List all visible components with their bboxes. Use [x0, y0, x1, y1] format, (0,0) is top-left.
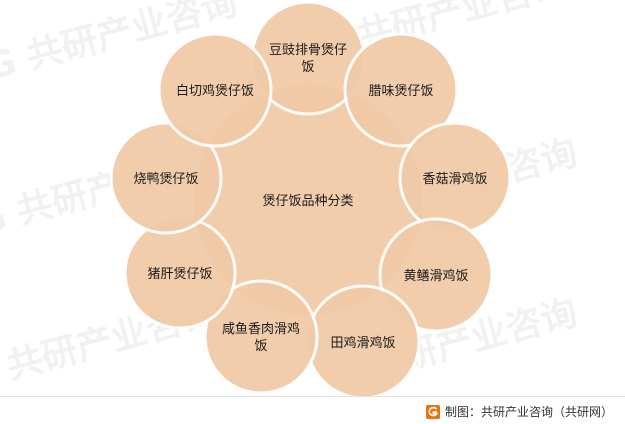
- source-credit: 制图：共研产业咨询（共研网）: [425, 403, 613, 420]
- category-label-lawei: 腊味煲仔饭: [368, 83, 433, 99]
- category-label-tianji: 田鸡滑鸡饭: [330, 335, 395, 351]
- category-circle-xianyu: [203, 279, 319, 395]
- category-label-baiqie: 白切鸡煲仔饭: [176, 83, 254, 99]
- category-circle-baiqie: [157, 32, 273, 148]
- category-circle-huangshan: [378, 217, 494, 333]
- category-label-shaoya: 烧鸭煲仔饭: [133, 171, 198, 187]
- source-text: 制图：共研产业咨询（共研网）: [444, 405, 613, 419]
- category-label-xianyu: 咸鱼香肉滑鸡饭: [222, 321, 300, 354]
- source-bar: 制图：共研产业咨询（共研网）: [0, 396, 625, 424]
- category-label-huangshan: 黄鳝滑鸡饭: [403, 268, 468, 284]
- category-label-xianggu: 香菇滑鸡饭: [422, 171, 487, 187]
- category-label-zhugan: 猪肝煲仔饭: [147, 266, 212, 282]
- company-logo-icon: [425, 404, 440, 419]
- circles-layer: [109, 0, 512, 400]
- category-label-chixiang: 豆豉排骨煲仔饭: [269, 42, 347, 75]
- category-circle-shaoya: [109, 121, 223, 235]
- category-circle-lawei: [343, 32, 459, 148]
- center-label: 煲仔饭品种分类: [262, 193, 353, 209]
